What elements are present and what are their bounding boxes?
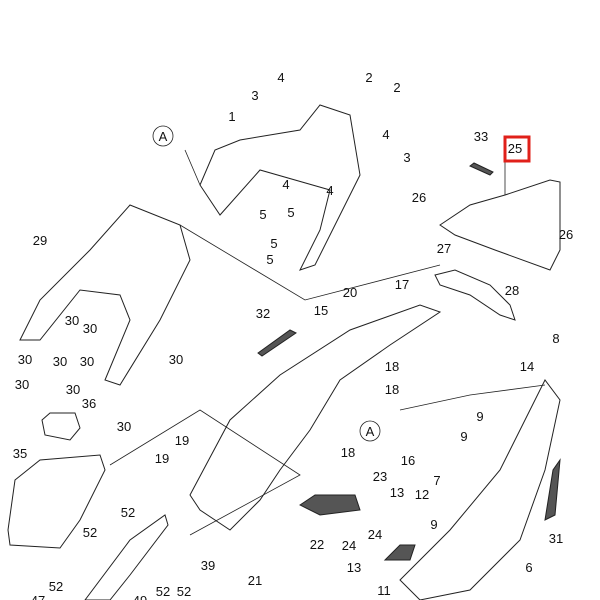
emblem-32 — [257, 329, 297, 357]
center-cover-15 — [189, 304, 442, 531]
emblem-31 — [544, 458, 561, 521]
callout-23[interactable]: 23 — [373, 469, 387, 484]
upper-frame-cover — [199, 104, 361, 271]
callout-4[interactable]: 4 — [326, 183, 333, 198]
callout-30[interactable]: 30 — [66, 382, 80, 397]
callout-3[interactable]: 3 — [251, 88, 258, 103]
callout-15[interactable]: 15 — [314, 303, 328, 318]
callout-3[interactable]: 3 — [403, 150, 410, 165]
callout-30[interactable]: 30 — [117, 419, 131, 434]
callout-24[interactable]: 24 — [368, 527, 382, 542]
callout-35[interactable]: 35 — [13, 446, 27, 461]
reference-mark[interactable]: A — [152, 125, 174, 147]
side-cover-29 — [19, 204, 191, 386]
front-panel-35 — [7, 454, 106, 549]
guide-lines — [109, 149, 546, 536]
callout-29[interactable]: 29 — [33, 233, 47, 248]
callout-5[interactable]: 5 — [270, 236, 277, 251]
callout-52[interactable]: 52 — [49, 579, 63, 594]
guide-line — [109, 409, 301, 536]
callout-33[interactable]: 33 — [474, 129, 488, 144]
reference-mark[interactable]: A — [359, 420, 381, 442]
callout-19[interactable]: 19 — [155, 451, 169, 466]
callout-31[interactable]: 31 — [549, 531, 563, 546]
callout-52[interactable]: 52 — [156, 584, 170, 599]
callout-20[interactable]: 20 — [343, 285, 357, 300]
callout-47[interactable]: 47 — [31, 593, 45, 600]
callout-9[interactable]: 9 — [460, 429, 467, 444]
callout-4[interactable]: 4 — [382, 127, 389, 142]
callout-2[interactable]: 2 — [393, 80, 400, 95]
callout-11[interactable]: 11 — [377, 583, 391, 598]
callout-5[interactable]: 5 — [259, 207, 266, 222]
callout-17[interactable]: 17 — [395, 277, 409, 292]
callout-16[interactable]: 16 — [401, 453, 415, 468]
callout-30[interactable]: 30 — [80, 354, 94, 369]
callout-21[interactable]: 21 — [248, 573, 262, 588]
callout-5[interactable]: 5 — [287, 205, 294, 220]
callout-26[interactable]: 26 — [412, 190, 426, 205]
callout-9[interactable]: 9 — [430, 517, 437, 532]
callout-25[interactable]: 25 — [508, 141, 522, 156]
callout-30[interactable]: 30 — [65, 313, 79, 328]
highlight-box — [503, 135, 531, 163]
callout-52[interactable]: 52 — [83, 525, 97, 540]
callout-39[interactable]: 39 — [201, 558, 215, 573]
callout-4[interactable]: 4 — [277, 70, 284, 85]
callout-28[interactable]: 28 — [505, 283, 519, 298]
side-cover-6 — [399, 379, 561, 600]
emblem-33 — [469, 162, 494, 176]
callout-30[interactable]: 30 — [169, 352, 183, 367]
guide-line — [184, 149, 201, 186]
bracket-27 — [434, 269, 516, 321]
callout-8[interactable]: 8 — [552, 331, 559, 346]
callout-13[interactable]: 13 — [347, 560, 361, 575]
cover-36 — [41, 412, 81, 441]
callout-49[interactable]: 49 — [133, 593, 147, 600]
footrest-22 — [299, 494, 361, 516]
callout-36[interactable]: 36 — [82, 396, 96, 411]
lower-cover-47 — [84, 514, 169, 600]
callout-5[interactable]: 5 — [266, 252, 273, 267]
reference-label: A — [366, 424, 375, 439]
callout-27[interactable]: 27 — [437, 241, 451, 256]
reference-label: A — [159, 129, 168, 144]
callout-30[interactable]: 30 — [83, 321, 97, 336]
tail-cover-25 — [439, 179, 561, 271]
guide-line — [179, 224, 441, 301]
callout-30[interactable]: 30 — [53, 354, 67, 369]
callout-18[interactable]: 18 — [385, 382, 399, 397]
callout-18[interactable]: 18 — [341, 445, 355, 460]
callout-9[interactable]: 9 — [476, 409, 483, 424]
callout-52[interactable]: 52 — [121, 505, 135, 520]
callout-30[interactable]: 30 — [18, 352, 32, 367]
callout-52[interactable]: 52 — [177, 584, 191, 599]
callout-7[interactable]: 7 — [433, 473, 440, 488]
callout-24[interactable]: 24 — [342, 538, 356, 553]
callout-2[interactable]: 2 — [365, 70, 372, 85]
callout-6[interactable]: 6 — [525, 560, 532, 575]
callout-19[interactable]: 19 — [175, 433, 189, 448]
callout-22[interactable]: 22 — [310, 537, 324, 552]
callout-14[interactable]: 14 — [520, 359, 534, 374]
callout-13[interactable]: 13 — [390, 485, 404, 500]
callout-1[interactable]: 1 — [228, 109, 235, 124]
part-outlines — [7, 104, 561, 600]
callout-32[interactable]: 32 — [256, 306, 270, 321]
callout-30[interactable]: 30 — [15, 377, 29, 392]
guide-line — [399, 384, 546, 411]
callout-12[interactable]: 12 — [415, 487, 429, 502]
callout-18[interactable]: 18 — [385, 359, 399, 374]
callout-26[interactable]: 26 — [559, 227, 573, 242]
callout-4[interactable]: 4 — [282, 177, 289, 192]
footrest-11 — [383, 544, 416, 561]
